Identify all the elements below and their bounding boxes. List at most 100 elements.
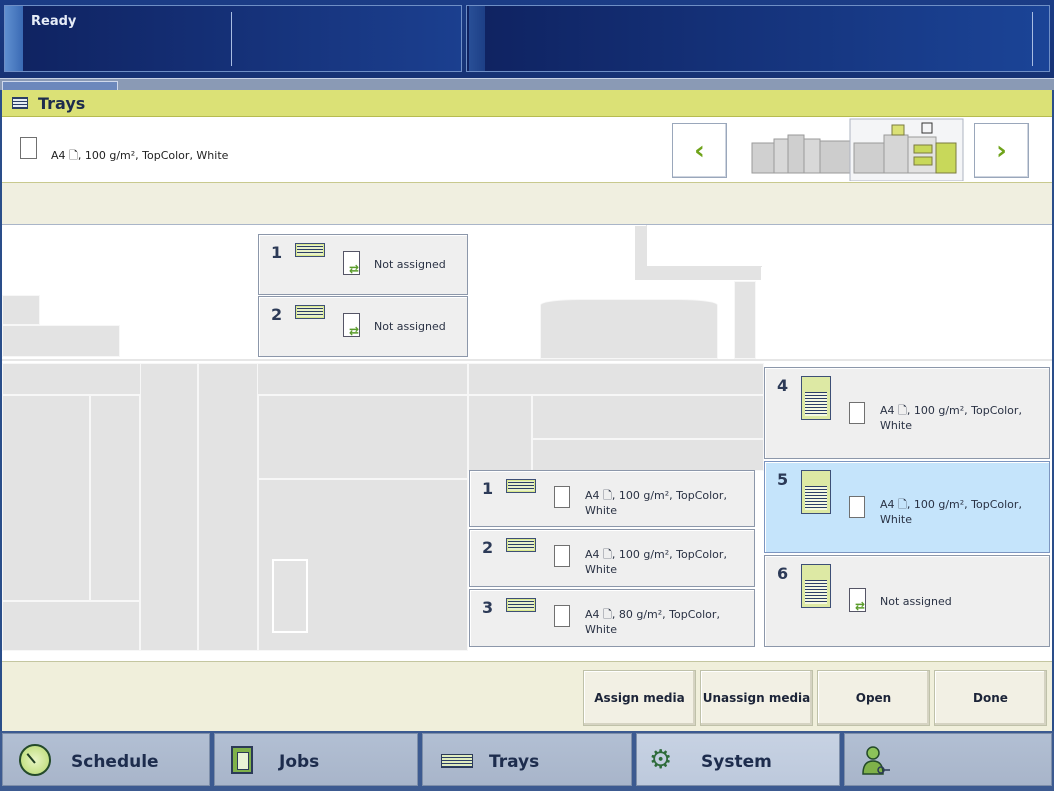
- status-bar: Ready: [0, 0, 1054, 80]
- previous-button[interactable]: ‹: [672, 123, 727, 178]
- printer-diagram: 1 ⇄ Not assigned 2 ⇄ Not assigned 1 A4 🗋…: [2, 225, 1052, 661]
- printer-module-shape: [540, 299, 718, 359]
- paper-sheet-icon: [849, 496, 865, 518]
- tray-drawer-icon: [506, 598, 536, 612]
- tray-number: 1: [482, 479, 494, 498]
- tray-number: 1: [271, 243, 283, 262]
- tab-strip: [0, 78, 1054, 91]
- printer-module-shape: [468, 395, 532, 471]
- tray-middle-1[interactable]: 1 A4 🗋, 100 g/m², TopColor, White: [469, 470, 755, 527]
- chevron-right-icon: ›: [996, 135, 1007, 166]
- tray-right-5-selected[interactable]: 5 A4 🗋, 100 g/m², TopColor, White: [764, 461, 1050, 553]
- tray-top-1[interactable]: 1 ⇄ Not assigned: [258, 234, 468, 295]
- bottom-navigation: Schedule Jobs Trays ⚙ System: [0, 731, 1054, 791]
- paper-sheet-icon: [554, 605, 570, 627]
- unassigned-media-icon: ⇄: [849, 588, 866, 613]
- printer-module-shape: [468, 363, 764, 395]
- printer-module-shape: [532, 395, 764, 439]
- printer-module-shape: [532, 439, 764, 471]
- printer-module-shape: [734, 281, 756, 359]
- printer-module-shape: [258, 479, 468, 651]
- tray-number: 2: [271, 305, 283, 324]
- printer-module-shape: [258, 395, 468, 479]
- paper-sheet-icon: [849, 402, 865, 424]
- printer-door-shape: [272, 559, 308, 633]
- tab-label: Trays: [489, 752, 540, 772]
- next-button[interactable]: ›: [974, 123, 1029, 178]
- printer-module-shape: [198, 363, 258, 651]
- tray-media-text: Not assigned: [374, 320, 446, 333]
- paper-sheet-icon: [20, 137, 37, 159]
- printer-thumbnail-icon: [751, 118, 964, 182]
- tray-stack-icon: [801, 376, 831, 420]
- unassigned-media-icon: ⇄: [343, 313, 360, 338]
- tray-number: 2: [482, 538, 494, 557]
- status-divider: [231, 12, 232, 66]
- paper-sheet-icon: [554, 545, 570, 567]
- user-key-icon: [862, 746, 890, 775]
- chevron-left-icon: ‹: [694, 135, 705, 166]
- page-title: Trays: [38, 94, 86, 113]
- tray-middle-2[interactable]: 2 A4 🗋, 100 g/m², TopColor, White: [469, 529, 755, 587]
- action-bar: Assign media Unassign media Open Done: [2, 661, 1052, 732]
- tab-label: System: [701, 752, 772, 772]
- unassigned-media-icon: ⇄: [343, 251, 360, 276]
- status-text: Ready: [31, 14, 77, 29]
- tray-media-text: A4 🗋, 100 g/m², TopColor, White: [880, 404, 1022, 432]
- tray-middle-3[interactable]: 3 A4 🗋, 80 g/m², TopColor, White: [469, 589, 755, 647]
- printer-module-shape: [2, 295, 40, 325]
- tray-right-6[interactable]: 6 ⇄ Not assigned: [764, 555, 1050, 647]
- printer-module-shape: [2, 601, 140, 651]
- unassign-media-button[interactable]: Unassign media: [700, 670, 813, 726]
- info-band: [2, 183, 1052, 225]
- printer-module-shape: [90, 395, 140, 601]
- status-panel[interactable]: Ready: [4, 5, 462, 72]
- tray-number: 4: [777, 376, 789, 395]
- tray-drawer-icon: [506, 538, 536, 552]
- tray-media-text: Not assigned: [880, 595, 952, 608]
- tray-drawer-icon: [295, 243, 325, 257]
- printer-overview-thumbnail[interactable]: [746, 117, 966, 182]
- tab-system[interactable]: ⚙ System: [636, 733, 840, 786]
- open-button[interactable]: Open: [817, 670, 930, 726]
- media-info-text: A4 🗋, 100 g/m², TopColor, White: [51, 149, 229, 162]
- job-panel-divider: [1032, 12, 1033, 66]
- tray-media-text: A4 🗋, 100 g/m², TopColor, White: [585, 489, 727, 517]
- job-status-panel[interactable]: [466, 5, 1050, 72]
- tab-user[interactable]: [844, 733, 1052, 786]
- tab-label: Jobs: [279, 752, 320, 772]
- tray-stack-icon: [801, 564, 831, 608]
- tray-number: 3: [482, 598, 494, 617]
- tray-icon: [12, 97, 28, 109]
- tray-media-text: A4 🗋, 100 g/m², TopColor, White: [585, 548, 727, 576]
- printer-module-shape: [646, 225, 762, 267]
- trays-icon: [441, 754, 473, 768]
- clock-icon: [19, 744, 51, 776]
- tab-trays[interactable]: Trays: [422, 733, 632, 786]
- printer-module-shape: [140, 363, 198, 651]
- media-info-bar: A4 🗋, 100 g/m², TopColor, White ‹: [2, 117, 1052, 183]
- title-bar: Trays: [2, 90, 1052, 117]
- divider: [2, 359, 1052, 361]
- tray-number: 6: [777, 564, 789, 583]
- tray-media-text: A4 🗋, 80 g/m², TopColor, White: [585, 608, 720, 636]
- tab-jobs[interactable]: Jobs: [214, 733, 418, 786]
- tab-schedule[interactable]: Schedule: [2, 733, 210, 786]
- done-button[interactable]: Done: [934, 670, 1047, 726]
- tab-label: Schedule: [71, 752, 159, 772]
- printer-module-shape: [2, 395, 90, 601]
- tray-media-text: Not assigned: [374, 258, 446, 271]
- jobs-icon: [231, 746, 253, 774]
- status-panel-stripe: [5, 6, 23, 71]
- printer-module-shape: [2, 325, 120, 357]
- job-panel-stripe: [469, 6, 485, 71]
- tray-drawer-icon: [506, 479, 536, 493]
- gear-icon: ⚙: [649, 745, 673, 775]
- assign-media-button[interactable]: Assign media: [583, 670, 696, 726]
- tray-top-2[interactable]: 2 ⇄ Not assigned: [258, 296, 468, 357]
- tray-stack-icon: [801, 470, 831, 514]
- tray-media-text: A4 🗋, 100 g/m², TopColor, White: [880, 498, 1022, 526]
- paper-sheet-icon: [554, 486, 570, 508]
- tray-right-4[interactable]: 4 A4 🗋, 100 g/m², TopColor, White: [764, 367, 1050, 459]
